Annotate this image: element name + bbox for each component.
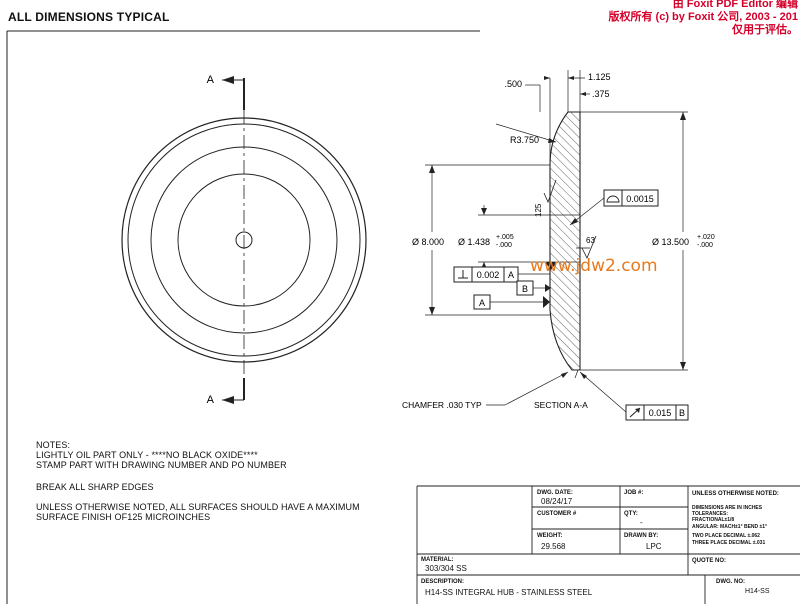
weight-value: 29.568 bbox=[541, 542, 566, 551]
dwg-date-label: DWG. DATE: bbox=[537, 490, 573, 496]
dwg-date-value: 08/24/17 bbox=[541, 497, 573, 506]
flatness-value-box bbox=[621, 189, 659, 207]
section-view bbox=[549, 111, 581, 371]
tolerance-line-1: DIMENSIONS ARE IN INCHES bbox=[692, 505, 763, 511]
datum-b-label: B bbox=[522, 284, 528, 294]
roughness-symbol-125 bbox=[543, 179, 557, 204]
roughness-symbol-63 bbox=[581, 235, 597, 259]
arrow-375 bbox=[580, 92, 586, 96]
qty-label: QTY: bbox=[624, 511, 638, 517]
dim-375: .375 bbox=[592, 89, 610, 99]
perp-datum-box bbox=[503, 266, 519, 283]
material-value: 303/304 SS bbox=[425, 564, 467, 573]
tolerance-line-6: THREE PLACE DECIMAL ±.031 bbox=[692, 540, 766, 546]
arrow-1125 bbox=[568, 76, 574, 80]
tol-1438-minus: -.000 bbox=[496, 242, 512, 249]
dim-500: .500 bbox=[504, 79, 522, 89]
watermark-line-3: 仅用于评估。 bbox=[732, 24, 798, 36]
chamfer-leader bbox=[504, 371, 569, 406]
material-label: MATERIAL: bbox=[421, 557, 454, 563]
page-title: ALL DIMENSIONS TYPICAL bbox=[8, 10, 170, 24]
tolerance-line-2: TOLERANCES: bbox=[692, 511, 729, 517]
dim-1125: 1.125 bbox=[588, 72, 611, 82]
runout-leader bbox=[579, 371, 627, 413]
runout-datum: B bbox=[679, 408, 685, 418]
datum-a-triangle bbox=[543, 296, 550, 308]
note-line-2: STAMP PART WITH DRAWING NUMBER AND PO NU… bbox=[36, 460, 287, 470]
tolerance-line-4: ANGULAR: MACH±1° BEND ±1° bbox=[692, 524, 768, 530]
note-line-5: SURFACE FINISH OF125 MICROINCHES bbox=[36, 512, 211, 522]
perp-datum: A bbox=[508, 270, 514, 280]
notes-heading: NOTES: bbox=[36, 440, 71, 450]
hub-section-profile bbox=[549, 111, 581, 371]
dim-13500-lines bbox=[580, 111, 688, 371]
description-value: H14-SS INTEGRAL HUB - STAINLESS STEEL bbox=[425, 588, 593, 597]
section-line bbox=[222, 76, 245, 404]
description-label: DESCRIPTION: bbox=[421, 579, 465, 585]
job-label: JOB #: bbox=[624, 490, 644, 496]
quote-label: QUOTE NO: bbox=[692, 558, 726, 564]
tolerance-line-5: TWO PLACE DECIMAL ±.062 bbox=[692, 533, 760, 539]
watermark-line-2: 版权所有 (c) by Foxit 公司, 2003 - 201 bbox=[608, 11, 799, 23]
drawn-by-label: DRAWN BY: bbox=[624, 533, 659, 539]
dim-8000: Ø 8.000 bbox=[412, 237, 444, 247]
dim-13500: Ø 13.500 bbox=[652, 237, 689, 247]
watermark-line-1: 由 Foxit PDF Editor 编辑 bbox=[672, 0, 798, 10]
perp-value: 0.002 bbox=[477, 270, 500, 280]
tol-13500-minus: -.000 bbox=[697, 242, 713, 249]
note-line-4: UNLESS OTHERWISE NOTED, ALL SURFACES SHO… bbox=[36, 502, 360, 512]
arrow-500 bbox=[544, 76, 550, 80]
weight-label: WEIGHT: bbox=[537, 533, 563, 539]
runout-value: 0.015 bbox=[649, 408, 672, 418]
section-name: SECTION A-A bbox=[534, 400, 588, 410]
dim-8000-lines bbox=[425, 164, 550, 316]
flatness-value: 0.0015 bbox=[626, 194, 654, 204]
dwg-no-label: DWG. NO: bbox=[716, 579, 745, 585]
title-block-grid bbox=[416, 485, 800, 604]
roughness-63: 63 bbox=[586, 236, 595, 245]
tolerance-line-3: FRACTIONAL±1/8 bbox=[692, 517, 735, 523]
datum-b-triangle bbox=[545, 262, 557, 270]
customer-label: CUSTOMER # bbox=[537, 511, 577, 517]
qty-value: - bbox=[640, 518, 643, 527]
tol-13500-plus: +.020 bbox=[697, 234, 715, 241]
datum-a-label: A bbox=[479, 298, 485, 308]
dim-1438: Ø 1.438 bbox=[458, 237, 490, 247]
tolerance-title: UNLESS OTHERWISE NOTED: bbox=[692, 491, 779, 497]
drawn-by-value: LPC bbox=[646, 542, 662, 551]
runout-datum-box bbox=[675, 404, 689, 421]
chamfer-note: CHAMFER .030 TYP bbox=[402, 400, 482, 410]
roughness-125: 125 bbox=[534, 203, 543, 217]
note-line-3: BREAK ALL SHARP EDGES bbox=[36, 482, 154, 492]
dwg-no-value: H14-SS bbox=[745, 588, 770, 595]
watermark-site: www.jdw2.com bbox=[530, 256, 658, 276]
tol-1438-plus: +.005 bbox=[496, 234, 514, 241]
dim-radius: R3.750 bbox=[510, 135, 539, 145]
note-line-1: LIGHTLY OIL PART ONLY - ****NO BLACK OXI… bbox=[36, 450, 258, 460]
section-label-top: A bbox=[207, 74, 215, 86]
section-label-bottom: A bbox=[207, 394, 215, 406]
flatness-symbol-box bbox=[603, 189, 623, 207]
radius-leader bbox=[495, 123, 557, 143]
